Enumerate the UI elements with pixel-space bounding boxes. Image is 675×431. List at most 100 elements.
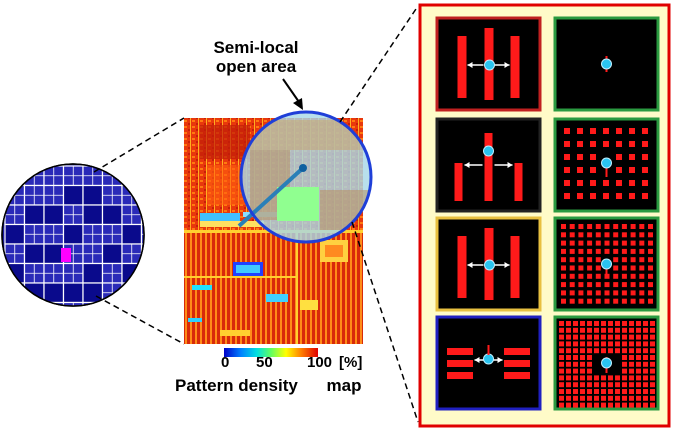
wafer-die: [82, 223, 104, 245]
semi-local-open-area-label: Semi-local open area: [196, 38, 316, 76]
pattern-feature: [622, 375, 627, 381]
pattern-feature: [643, 375, 648, 381]
pattern-feature: [587, 282, 593, 288]
pattern-feature: [615, 321, 620, 326]
pattern-feature: [566, 327, 571, 333]
pattern-feature: [590, 141, 596, 147]
pattern-feature: [578, 290, 584, 296]
pattern-feature: [648, 240, 653, 246]
pattern-feature: [622, 382, 627, 388]
pattern-feature: [573, 389, 578, 394]
pattern-feature: [447, 360, 473, 367]
pattern-feature: [595, 240, 601, 246]
probe-point: [601, 258, 612, 270]
pattern-feature: [595, 298, 601, 304]
pattern-feature: [629, 355, 634, 360]
pattern-feature: [578, 298, 584, 304]
pattern-feature: [629, 348, 634, 354]
wafer-die-grid: [4, 165, 144, 306]
pattern-feature: [595, 290, 601, 296]
zoom-center-dot: [299, 164, 307, 172]
pattern-feature: [629, 193, 635, 199]
pattern-feature: [622, 348, 627, 354]
pattern-feature: [613, 248, 619, 254]
pattern-feature: [569, 273, 575, 279]
wafer-die: [140, 282, 144, 304]
pattern-feature: [650, 341, 655, 347]
pattern-feature: [577, 180, 583, 186]
pattern-feature: [636, 382, 641, 388]
pattern-feature: [639, 240, 645, 246]
pattern-feature: [629, 321, 634, 326]
wafer-die: [43, 282, 65, 304]
pattern-feature: [587, 240, 593, 246]
pattern-feature: [629, 167, 635, 173]
wafer-die: [62, 282, 84, 304]
probe-point: [483, 145, 494, 157]
pattern-feature: [580, 355, 585, 360]
pattern-feature: [587, 389, 592, 394]
pattern-feature: [648, 248, 653, 254]
wafer-die: [101, 262, 123, 284]
pattern-feature: [566, 355, 571, 360]
arrow-head: [467, 62, 473, 68]
pattern-tile: [553, 315, 660, 411]
wafer-die: [101, 301, 123, 306]
pattern-feature: [636, 395, 641, 401]
pattern-feature: [569, 240, 575, 246]
arrow-head: [507, 162, 513, 168]
pattern-feature: [636, 348, 641, 354]
pattern-feature: [595, 273, 601, 279]
pattern-feature: [580, 389, 585, 394]
pattern-feature: [573, 368, 578, 374]
wafer-die: [23, 262, 45, 284]
pattern-feature: [636, 327, 641, 333]
wafer-die: [121, 282, 143, 304]
annotation-line1: Semi-local: [213, 38, 299, 57]
pattern-feature: [559, 389, 564, 394]
pattern-feature: [590, 167, 596, 173]
pattern-feature: [580, 334, 585, 340]
wafer-die: [101, 184, 123, 206]
wafer-die: [82, 282, 104, 304]
pattern-feature: [630, 265, 636, 271]
pattern-feature: [569, 290, 575, 296]
pattern-feature: [648, 290, 653, 296]
pattern-tile: [435, 16, 542, 112]
pattern-feature: [642, 193, 648, 199]
pattern-tile: [435, 216, 542, 312]
pattern-feature: [622, 361, 627, 367]
pattern-feature: [621, 248, 627, 254]
pattern-feature: [642, 128, 648, 134]
pattern-feature: [603, 180, 609, 186]
wafer-selected-die: [61, 248, 71, 262]
wafer-die: [62, 204, 84, 226]
pattern-feature: [613, 240, 619, 246]
pattern-feature: [603, 193, 609, 199]
semi-local-zoom-circle: [237, 110, 373, 244]
pattern-feature: [580, 361, 585, 367]
pattern-feature: [643, 327, 648, 333]
wafer-die: [23, 301, 45, 306]
pattern-feature: [608, 382, 613, 388]
pattern-feature: [636, 341, 641, 347]
pattern-feature: [578, 224, 584, 229]
pattern-feature: [578, 257, 584, 263]
wafer-die: [121, 165, 143, 187]
arrow-head: [467, 262, 473, 268]
pattern-feature: [510, 236, 520, 298]
pattern-feature: [604, 248, 610, 254]
pattern-tile: [435, 117, 542, 213]
pattern-feature: [504, 348, 530, 355]
pattern-feature: [608, 389, 613, 394]
pattern-feature: [650, 395, 655, 401]
pattern-feature: [578, 282, 584, 288]
pattern-feature: [587, 265, 593, 271]
pattern-feature: [504, 360, 530, 367]
pattern-feature: [564, 141, 570, 147]
pattern-feature: [587, 368, 592, 374]
pattern-feature: [580, 327, 585, 333]
pattern-feature: [613, 290, 619, 296]
pattern-feature: [564, 193, 570, 199]
